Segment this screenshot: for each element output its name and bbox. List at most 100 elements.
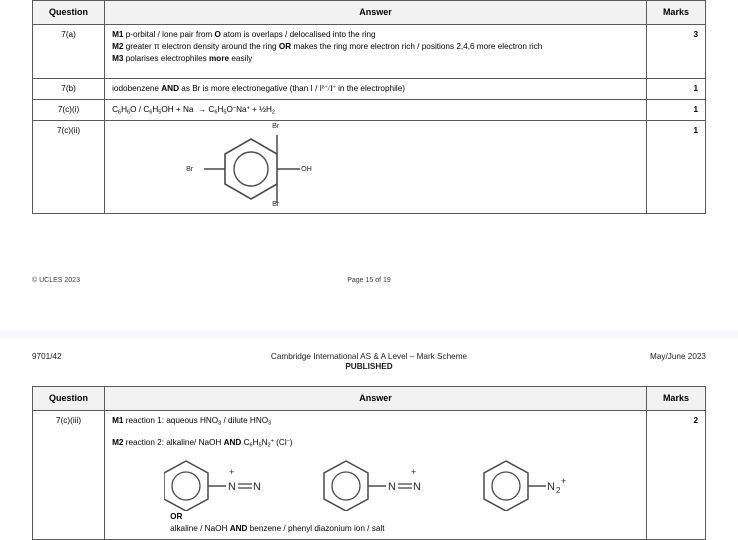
published-label: PUBLISHED [345, 362, 393, 371]
7b-text-post: as Br is more electronegative (than I / … [179, 83, 322, 93]
question-label-7cii: 7(c)(ii) [31, 120, 106, 215]
mark-tag-m2: M2 [112, 437, 124, 447]
table-row: 7(c)(iii) M1 reaction 1: aqueous HNO3 / … [31, 410, 707, 540]
label-br-ortho-bottom: Br [272, 199, 280, 209]
tribromophenol-skeleton [204, 135, 301, 204]
svg-text:N: N [547, 481, 555, 493]
7b-bold-and: AND [161, 83, 180, 93]
m2-bold-and: AND [223, 437, 242, 447]
svg-text:+: + [561, 476, 566, 486]
structure-diazonium-1: N N + [164, 460, 261, 511]
m3-text-pre: polarises electrophiles [123, 53, 210, 63]
svg-text:N: N [253, 481, 261, 493]
7b-text-post3: in the electrophile) [335, 83, 406, 93]
mark-scheme-table-bottom: Question Answer Marks 7(c)(iii) M1 react… [31, 385, 707, 540]
or-label: OR [170, 511, 183, 521]
column-header-question: Question [31, 385, 106, 412]
question-label-7b: 7(b) [31, 77, 106, 100]
m1-text-pre: reaction 1: aqueous HNO [123, 416, 219, 426]
column-header-marks: Marks [645, 385, 707, 412]
m1-text-mid: / dilute HNO [221, 416, 269, 426]
column-header-question: Question [31, 0, 106, 26]
question-label-7ciii: 7(c)(iii) [31, 410, 106, 540]
m1-bold-term: O [214, 30, 221, 40]
answer-line-7b: iodobenzene AND as Br is more electroneg… [112, 83, 639, 95]
svg-text:+: + [229, 467, 234, 477]
m2-text-pre: greater π electron density around the ri… [123, 41, 279, 51]
m2-formula: C6H5N2+ (Cl−) [241, 437, 293, 448]
table-row: 7(b) iodobenzene AND as Br is more elect… [31, 77, 707, 100]
m2-text-pre: reaction 2: alkaline/ NaOH [123, 437, 224, 447]
svg-text:2: 2 [556, 486, 561, 495]
structure-diazonium-3: N 2 + [483, 460, 566, 511]
table-row: 7(a) M1 p-orbital / lone pair from O ato… [31, 24, 707, 79]
page-separator [0, 330, 738, 338]
page-header: 9701/42 Cambridge International AS & A L… [0, 352, 738, 378]
mark-scheme-table-top: Question Answer Marks 7(a) M1 p-orbital … [31, 0, 707, 215]
answer-line-m1: M1 p-orbital / lone pair from O atom is … [112, 29, 639, 41]
svg-text:N: N [228, 481, 236, 493]
answer-cell-7a: M1 p-orbital / lone pair from O atom is … [104, 24, 647, 79]
question-label-7ci: 7(c)(i) [31, 98, 106, 122]
7b-text-pre: iodobenzene [112, 83, 162, 93]
marks-value-7ciii: 2 [645, 410, 707, 540]
chemical-equation-7ci: C6H6O / C6H5OH + Na → C6H5O−Na+ + ½H2 [112, 104, 275, 115]
diazonium-structures-svg: N N + N [164, 460, 566, 511]
structure-diazonium-2: N N + [323, 460, 421, 511]
header-center: Cambridge International AS & A Level – M… [0, 352, 738, 371]
or-text-post: benzene / phenyl diazonium ion / salt [247, 523, 385, 533]
answer-cell-7b: iodobenzene AND as Br is more electroneg… [104, 77, 647, 100]
or-bold-and: AND [229, 523, 248, 533]
svg-text:+: + [411, 467, 416, 477]
m3-text-tail: easily [229, 53, 253, 63]
m1-sub-3a: 3 [218, 420, 222, 427]
or-alternative-text: alkaline / NaOH AND benzene / phenyl dia… [170, 523, 639, 535]
aromatic-circle [233, 151, 269, 187]
mark-tag-m2: M2 [112, 41, 124, 51]
7b-superscript-delta-plus: δ+ [321, 84, 328, 91]
mark-tag-m3: M3 [112, 53, 124, 63]
m1-text-tail: atom is overlaps / delocalised into the … [220, 30, 376, 40]
answer-line-m2: M2 greater π electron density around the… [112, 41, 639, 53]
syllabus-code: 9701/42 [32, 352, 62, 361]
marks-value-7a: 3 [645, 24, 707, 79]
mark-scheme-page-16: 9701/42 Cambridge International AS & A L… [0, 338, 738, 540]
answer-line-m2: M2 reaction 2: alkaline/ NaOH AND C6H5N2… [112, 437, 639, 449]
or-text-pre: alkaline / NaOH [170, 523, 230, 533]
table-header-row: Question Answer Marks [31, 0, 707, 26]
m2-bold-term: OR [278, 41, 292, 51]
m2-text-tail: makes the ring more electron rich / posi… [291, 41, 543, 51]
marks-value-7cii: 1 [645, 120, 707, 215]
mark-tag-m1: M1 [112, 30, 124, 40]
answer-line-m1: M1 reaction 1: aqueous HNO3 / dilute HNO… [112, 415, 639, 427]
column-header-answer: Answer [104, 0, 647, 26]
answer-cell-7cii: Br Br Br OH [104, 120, 647, 215]
column-header-answer: Answer [104, 385, 647, 412]
7b-text-post2: /I [327, 83, 333, 93]
benzene-ring-hexagon [224, 138, 278, 201]
mark-tag-m1: M1 [112, 416, 124, 426]
mark-scheme-page-15: Question Answer Marks 7(a) M1 p-orbital … [31, 0, 707, 284]
column-header-marks: Marks [645, 0, 707, 26]
question-label-7a: 7(a) [31, 24, 106, 79]
structure-tribromophenol: Br Br Br OH [176, 121, 639, 209]
marks-value-7b: 1 [645, 77, 707, 100]
label-br-ortho-top: Br [272, 121, 280, 131]
svg-text:N: N [413, 481, 421, 493]
answer-line-m3: M3 polarises electrophiles more easily [112, 53, 639, 65]
m1-sub-3b: 3 [268, 420, 272, 427]
table-header-row: Question Answer Marks [31, 385, 707, 412]
answer-cell-7ci: C6H6O / C6H5OH + Na → C6H5O−Na+ + ½H2 [104, 98, 647, 122]
label-oh: OH [301, 164, 312, 174]
page-number: Page 15 of 19 [347, 277, 391, 284]
m3-bold-term: more [209, 53, 230, 63]
answer-cell-7ciii: M1 reaction 1: aqueous HNO3 / dilute HNO… [104, 410, 647, 540]
cell-spacer [112, 428, 639, 437]
exam-session: May/June 2023 [650, 352, 706, 361]
7b-superscript-plus: + [332, 84, 336, 91]
table-row: 7(c)(ii) [31, 120, 707, 215]
marks-value-7ci: 1 [645, 98, 707, 122]
table-row: 7(c)(i) C6H6O / C6H5OH + Na → C6H5O−Na+ … [31, 98, 707, 122]
diazonium-structures-row: N N + N [164, 455, 639, 511]
label-br-para: Br [186, 164, 194, 174]
